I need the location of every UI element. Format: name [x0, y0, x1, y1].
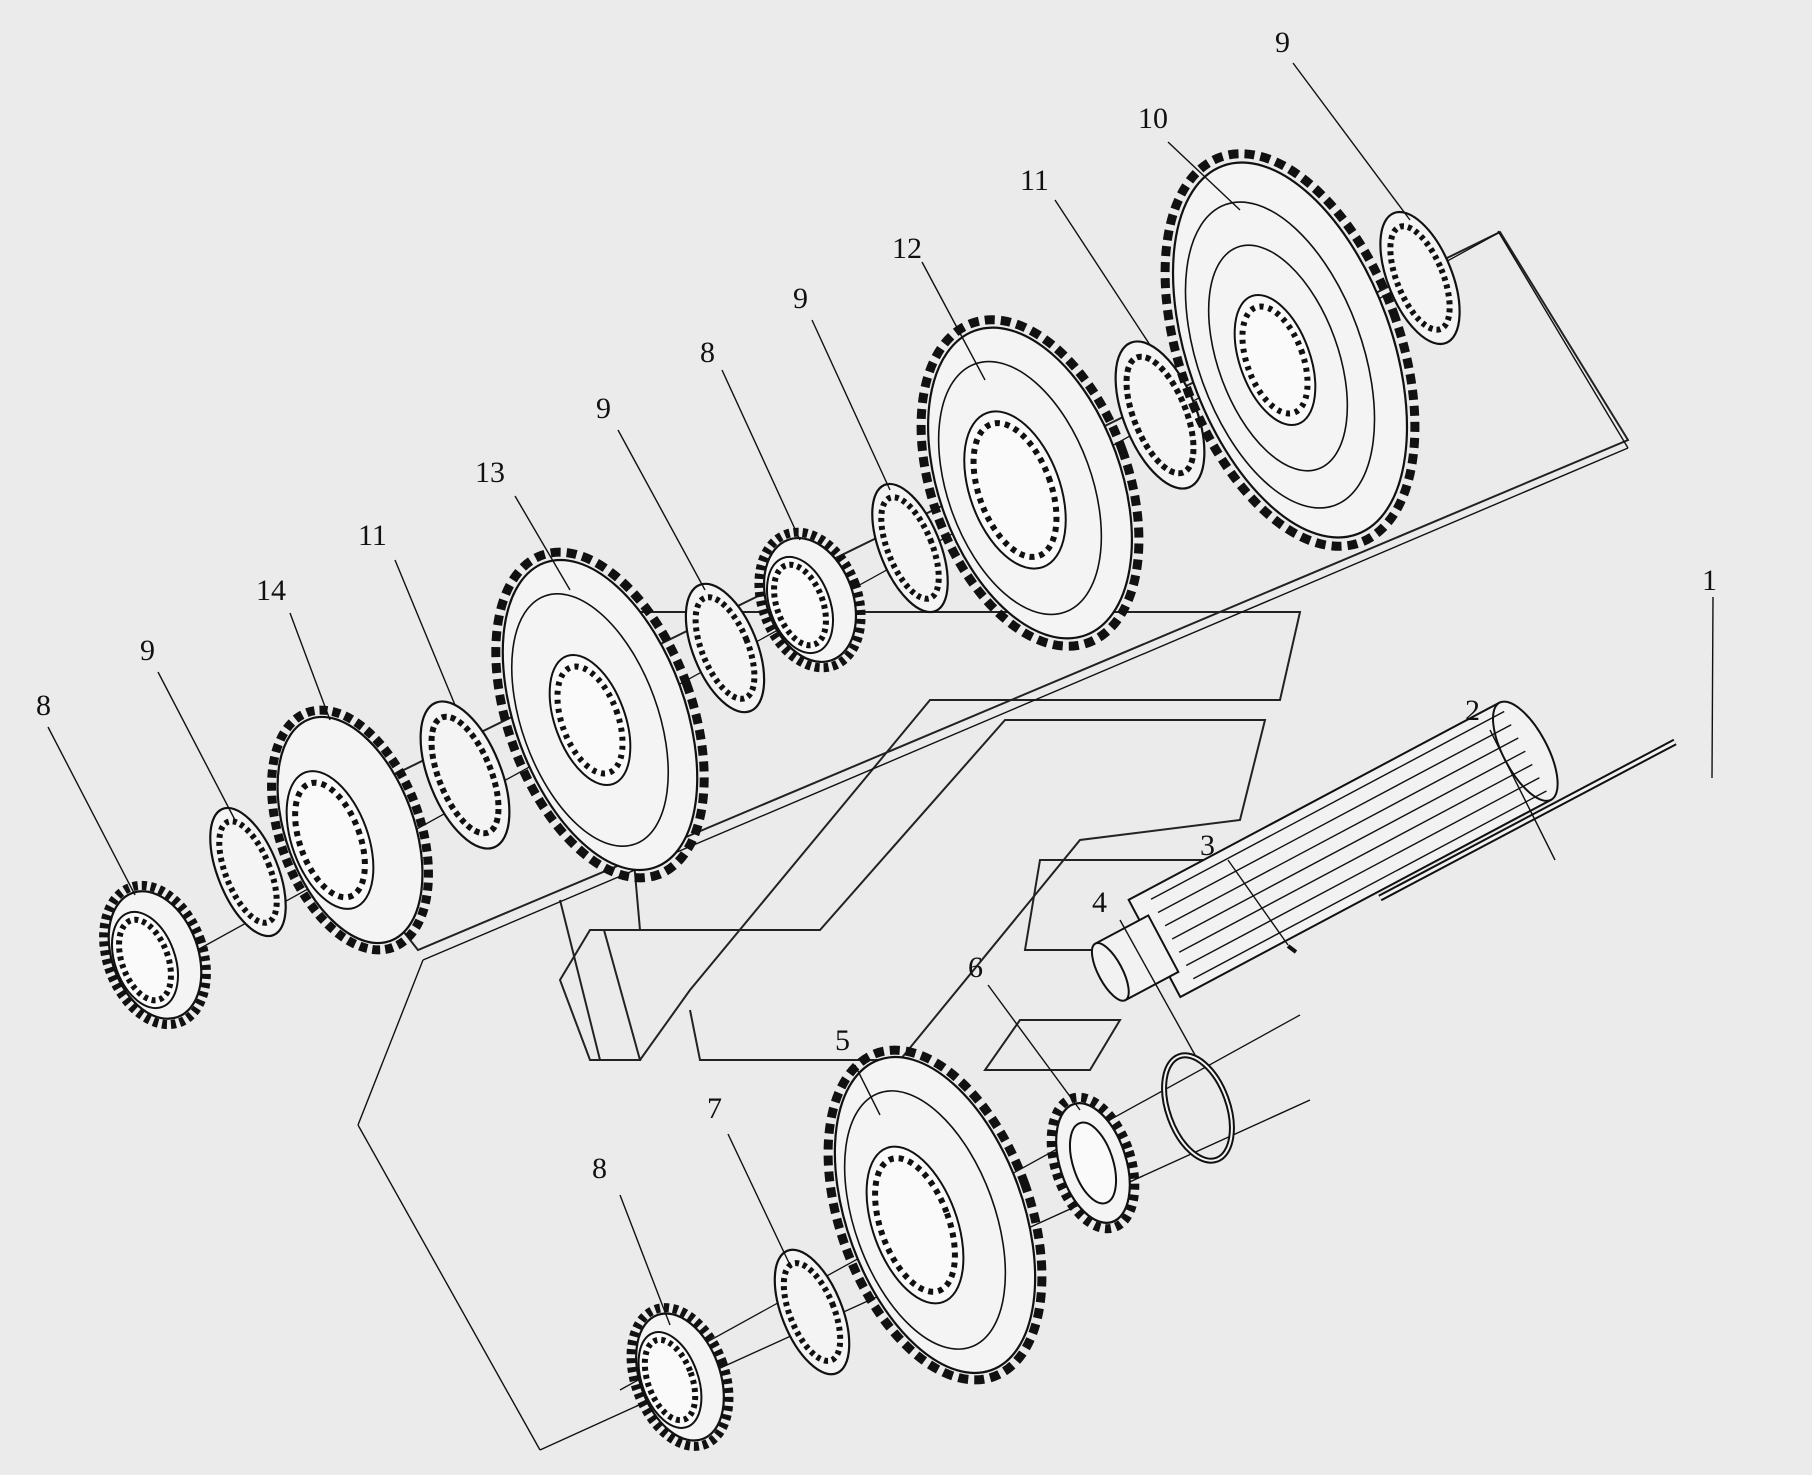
- callout-9-top: 9: [1275, 26, 1290, 59]
- thrust-washer-part-9-top: [1379, 210, 1461, 346]
- callout-9-left: 9: [140, 634, 155, 667]
- callout-12: 12: [892, 232, 922, 265]
- gear-part-10: [1160, 149, 1420, 551]
- bearing-part-8-left: [99, 880, 211, 1030]
- rod-part-2: [1378, 738, 1677, 902]
- callout-8-left: 8: [36, 689, 51, 722]
- callout-labels: 1 2 3 4 5 6 7 8 8 8 9 9 9 9 10 11 11 12 …: [36, 26, 1717, 1185]
- ring-part-11-right: [1114, 340, 1206, 490]
- callout-9-mid-right: 9: [793, 282, 808, 315]
- gear-part-12: [916, 315, 1144, 651]
- splined-washer-part-6: [1046, 1092, 1140, 1234]
- thrust-washer-part-9-left: [209, 806, 287, 938]
- thrust-washer-part-9-mid-right: [871, 482, 949, 614]
- callout-10: 10: [1138, 102, 1168, 135]
- thrust-washer-part-9-mid-left: [684, 582, 766, 714]
- gear-part-14: [267, 705, 433, 955]
- callout-4: 4: [1092, 886, 1107, 919]
- ring-part-11-left: [419, 700, 511, 850]
- callout-6: 6: [968, 951, 983, 984]
- leader-lines: [47, 62, 1714, 1326]
- main-shaft-part-1: [1090, 700, 1559, 1002]
- snap-ring-part-4: [1161, 1052, 1235, 1164]
- gear-part-13: [491, 547, 709, 883]
- thrust-washer-part-7: [773, 1248, 851, 1376]
- callout-11-left: 11: [358, 519, 387, 552]
- callout-9-mid-left: 9: [596, 392, 611, 425]
- callout-8-lower: 8: [592, 1152, 607, 1185]
- gear-part-5: [823, 1045, 1047, 1385]
- callout-13: 13: [475, 456, 505, 489]
- callout-8-mid: 8: [700, 336, 715, 369]
- bearing-part-8-lower: [626, 1303, 734, 1451]
- callout-2: 2: [1465, 694, 1480, 727]
- bearing-part-8-mid: [754, 527, 866, 673]
- pin-part-3: [1286, 944, 1298, 954]
- callout-14: 14: [256, 574, 286, 607]
- callout-5: 5: [835, 1024, 850, 1057]
- callout-7: 7: [707, 1092, 722, 1125]
- callout-3: 3: [1200, 829, 1215, 862]
- callout-1: 1: [1702, 564, 1717, 597]
- callout-11-right: 11: [1020, 164, 1049, 197]
